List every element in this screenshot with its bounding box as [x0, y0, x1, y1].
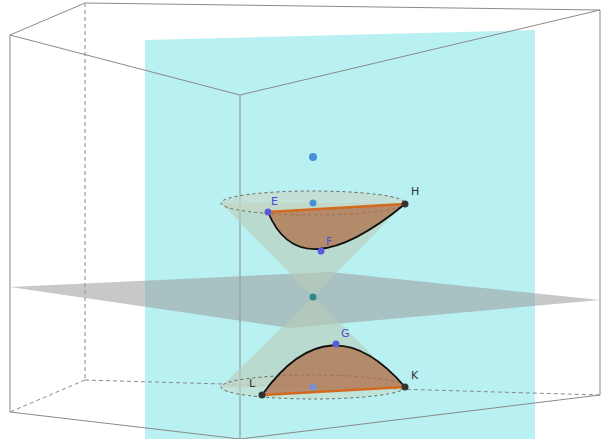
point-label: F [325, 236, 333, 248]
double-cone [221, 191, 405, 399]
lower-hyperbola-branch [262, 345, 405, 395]
upper-section [268, 204, 405, 249]
lower-chord [262, 387, 405, 395]
point-label: H [410, 186, 420, 198]
points [259, 153, 409, 399]
upper-hyperbola-branch [268, 204, 405, 249]
point-label: L [248, 378, 256, 390]
bounding-box [10, 3, 600, 439]
upper-chord [268, 204, 405, 212]
point-label: G [340, 328, 351, 340]
vertical-plane [145, 30, 535, 439]
point-label: E [270, 196, 279, 208]
point-label: K [410, 370, 419, 382]
lower-section [262, 345, 405, 395]
